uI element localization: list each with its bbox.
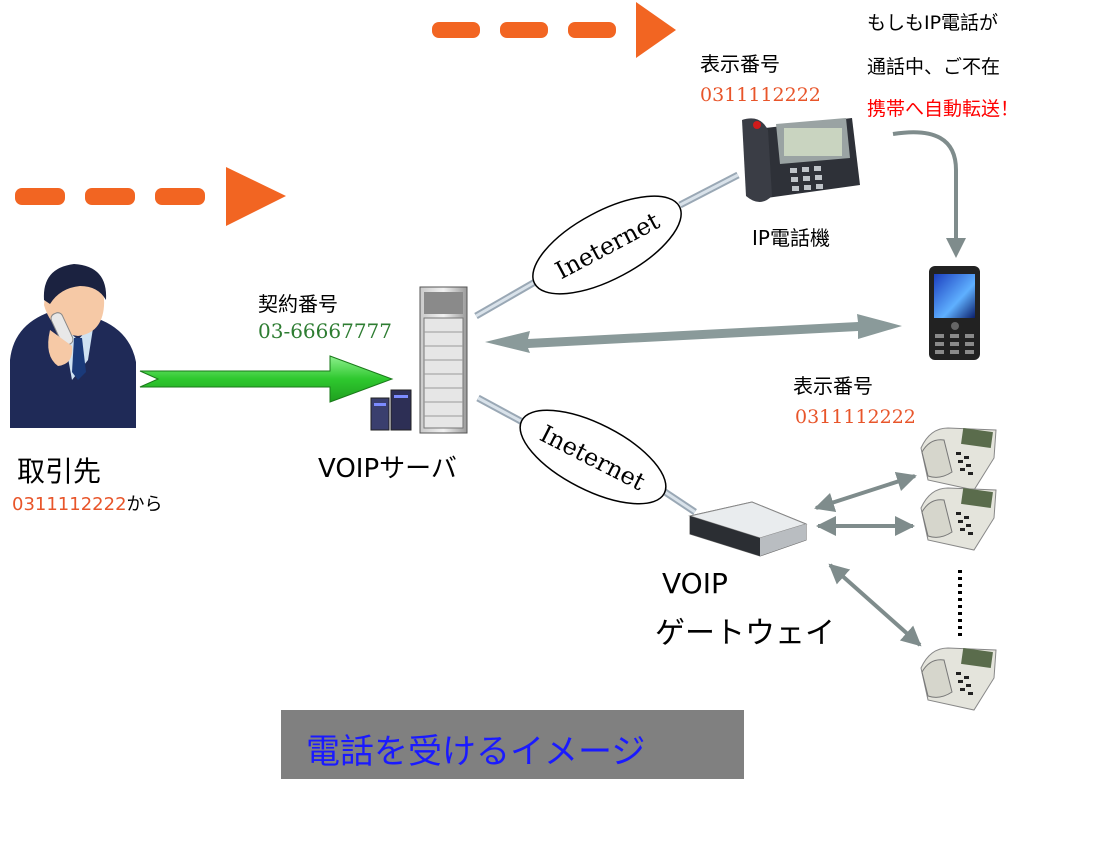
internet-cloud-bottom: Ineternet (519, 409, 667, 505)
forwarding-note-line2: 通話中、ご不在 (867, 56, 1001, 78)
caller-number: 0311112222 (12, 494, 127, 515)
caption-text: 電話を受けるイメージ (306, 732, 646, 772)
internet-link-top (474, 171, 740, 320)
voip-gateway-icon (688, 501, 808, 743)
office-phone-icon-1 (920, 427, 997, 491)
gateway-phone-links (814, 472, 922, 647)
ip-phone-label: IP電話機 (752, 226, 830, 250)
mobile-phone-icon (929, 266, 980, 360)
green-call-arrow (139, 355, 394, 403)
dashed-arrow-left (15, 167, 286, 226)
office-phone-icon-2 (920, 487, 997, 551)
gateway-label-line1: VOIP (662, 567, 728, 600)
caller-label: 取引先 (17, 455, 102, 488)
forwarding-arrow (892, 130, 966, 258)
forwarding-note-line3: 携帯へ自動転送！ (867, 98, 1020, 120)
internet-cloud-top: Ineternet (532, 195, 682, 295)
ip-phone-display-label: 表示番号 (700, 52, 780, 76)
internet-link-bottom (476, 394, 697, 515)
ip-phone-display-number: 0311112222 (700, 84, 821, 106)
contract-number: 03-66667777 (258, 319, 393, 343)
gateway-display-label: 表示番号 (793, 374, 873, 398)
caller-person-icon (10, 264, 136, 428)
forwarding-note-line1: もしもIP電話が (867, 12, 999, 34)
dashed-arrow-top (432, 2, 676, 58)
server-mobile-link (485, 314, 902, 353)
ip-phone-icon (742, 118, 860, 202)
caller-number-suffix: から (126, 494, 163, 515)
server-label: VOIPサーバ (318, 454, 457, 484)
gateway-label-line2: ゲートウェイ (655, 616, 835, 651)
caller-number-line: 0311112222から (12, 490, 163, 516)
gateway-display-number: 0311112222 (795, 406, 916, 428)
contract-label: 契約番号 (258, 292, 338, 316)
office-phone-icon-3 (920, 647, 997, 711)
voip-server-icon (370, 286, 468, 434)
caption-box (281, 710, 744, 779)
